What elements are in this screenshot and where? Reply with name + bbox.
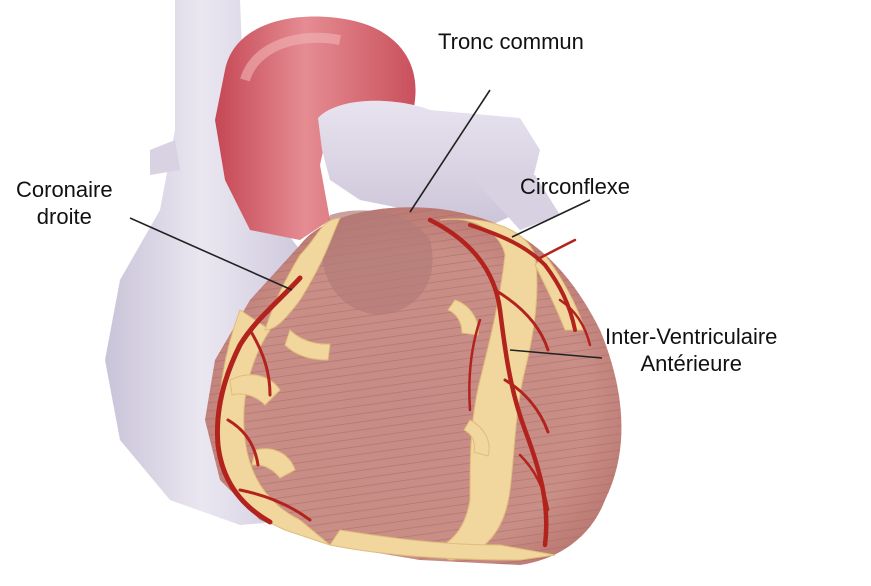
label-inter-ventriculaire-anterieure: Inter-Ventriculaire Antérieure: [605, 323, 777, 377]
label-circonflexe: Circonflexe: [520, 173, 630, 200]
label-coronaire-droite-line1: Coronaire: [16, 176, 113, 203]
label-tronc-commun: Tronc commun: [438, 28, 584, 55]
label-coronaire-droite: Coronaire droite: [16, 176, 113, 230]
label-coronaire-droite-line2: droite: [16, 203, 113, 230]
vena-cava-left-branch: [150, 140, 180, 175]
label-iva-line2: Antérieure: [605, 350, 777, 377]
label-iva-line1: Inter-Ventriculaire: [605, 323, 777, 350]
